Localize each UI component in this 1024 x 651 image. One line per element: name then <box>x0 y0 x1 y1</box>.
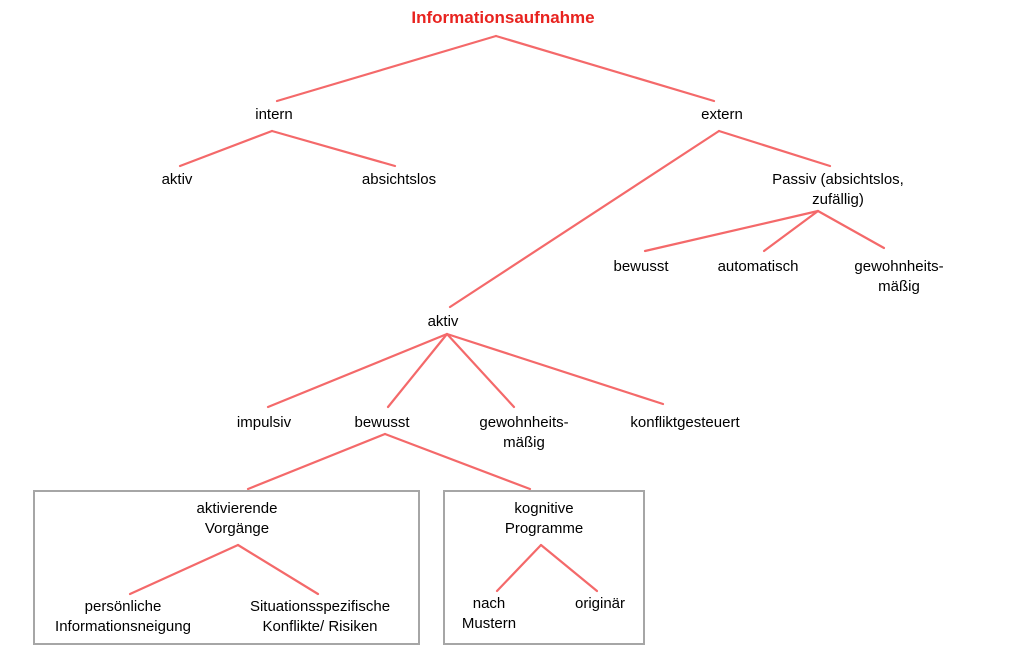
node-passiv: Passiv (absichtslos, zufällig) <box>772 171 904 208</box>
node-impulsiv: impulsiv <box>236 414 292 431</box>
node-originaer: originär <box>574 595 626 612</box>
edge-aktiv-gewohnheitsmaessig <box>445 332 516 409</box>
node-absichtslos: absichtslos <box>361 171 437 188</box>
edge-aktivierende-persoenliche <box>128 543 240 596</box>
edge-kognitive-originaer <box>539 543 599 593</box>
node-aktiv-intern: aktiv <box>161 171 193 188</box>
node-aktiv-extern: aktiv <box>427 313 459 330</box>
edge-aktiv-impulsiv <box>266 332 449 409</box>
node-bewusst-passiv: bewusst <box>613 258 669 275</box>
node-situationsspezifische-konflikte: Situationsspezifische Konflikte/ Risiken <box>249 598 391 635</box>
node-gewohnheitsmaessig-passiv: gewohnheits- mäßig <box>854 258 944 295</box>
edge-intern-absichtslos <box>270 129 397 168</box>
node-informationsaufnahme: Informationsaufnahme <box>411 8 595 27</box>
box-kognitive-programme <box>443 490 645 645</box>
edge-root-extern <box>494 34 716 103</box>
node-konfliktgesteuert: konfliktgesteuert <box>630 414 740 431</box>
node-nach-mustern: nach Mustern <box>461 595 517 632</box>
node-intern: intern <box>255 106 293 123</box>
edge-bewusst-aktivierende <box>246 432 387 491</box>
node-automatisch: automatisch <box>717 258 799 275</box>
edge-passiv-bewusst <box>643 209 820 253</box>
node-kognitive-programme: kognitive Programme <box>504 500 584 537</box>
edge-bewusst-kognitive <box>383 432 532 491</box>
edge-extern-passiv <box>717 129 832 168</box>
node-gewohnheitsmaessig-aktiv: gewohnheits- mäßig <box>479 414 569 451</box>
edge-aktiv-bewusst <box>386 332 449 409</box>
edge-intern-aktiv <box>178 129 274 168</box>
edge-extern-aktiv <box>448 129 721 309</box>
edge-kognitive-nach-mustern <box>495 543 543 593</box>
edge-passiv-automatisch <box>762 209 820 253</box>
node-extern: extern <box>701 106 743 123</box>
edge-aktivierende-situationsspezifische <box>236 543 320 596</box>
node-aktivierende-vorgaenge: aktivierende Vorgänge <box>196 500 278 537</box>
box-aktivierende-vorgaenge <box>33 490 420 645</box>
edge-root-intern <box>275 34 498 103</box>
edge-aktiv-konfliktgesteuert <box>445 332 665 406</box>
node-persoenliche-informationsneigung: persönliche Informationsneigung <box>55 598 191 635</box>
edge-passiv-gewohnheitsmaessig <box>816 209 886 250</box>
node-bewusst-aktiv: bewusst <box>354 414 410 431</box>
